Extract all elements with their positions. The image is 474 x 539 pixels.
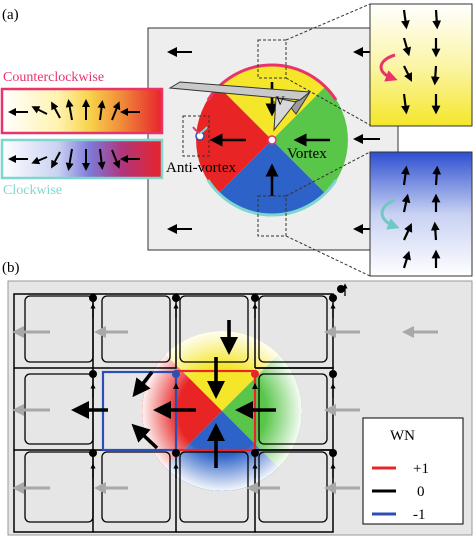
vortex-core <box>267 135 277 145</box>
antivortex-core <box>195 131 205 141</box>
loop-start-dots <box>89 285 345 457</box>
zoom-box-top <box>257 39 287 79</box>
voltage-label: -V <box>271 93 285 108</box>
winding-number-legend: WN +1 0 -1 <box>362 417 464 525</box>
panel-b-label: (b) <box>2 260 20 276</box>
panel-a: (a) <box>0 3 473 277</box>
zoom-top-ccw-arrow <box>379 53 398 82</box>
gray-spin-arrows <box>12 326 438 494</box>
cw-label: Clockwise <box>3 183 62 198</box>
zoom-bottom-spins <box>401 165 442 269</box>
afm-cantilever: -V <box>168 81 312 132</box>
ccw-label: Counterclockwise <box>3 70 104 85</box>
vortex-label: Vortex <box>287 146 327 162</box>
panel-a-label: (a) <box>2 7 19 23</box>
cw-spins <box>8 148 140 171</box>
ccw-spins <box>8 99 140 121</box>
zoom-panel-bottom <box>369 151 473 277</box>
antivortex-label: Anti-vortex <box>166 160 236 176</box>
legend-label-minus: -1 <box>413 507 426 523</box>
legend-title: WN <box>390 428 415 444</box>
zoom-box-bottom <box>257 195 287 237</box>
loop-direction-arrows <box>90 283 348 478</box>
minus-loop-dot <box>172 370 180 378</box>
legend-label-plus: +1 <box>413 461 429 477</box>
cw-edge <box>206 179 338 217</box>
zoom-connectors <box>285 3 371 277</box>
zoom-panel-top <box>369 3 473 127</box>
antivortex-teal-curve <box>199 126 208 134</box>
plus-loop-dot <box>251 370 259 378</box>
zoom-box-antivortex <box>182 115 210 157</box>
legend-label-zero: 0 <box>417 484 425 500</box>
zoom-top-spins <box>401 9 442 115</box>
vortex-spin-arrows <box>71 320 276 468</box>
afm-tip <box>273 97 297 132</box>
ccw-edge <box>206 63 338 101</box>
zoom-bottom-cw-arrow <box>380 198 400 230</box>
panel-b: (b) <box>2 260 473 536</box>
antivortex-pink-curve <box>192 126 201 134</box>
